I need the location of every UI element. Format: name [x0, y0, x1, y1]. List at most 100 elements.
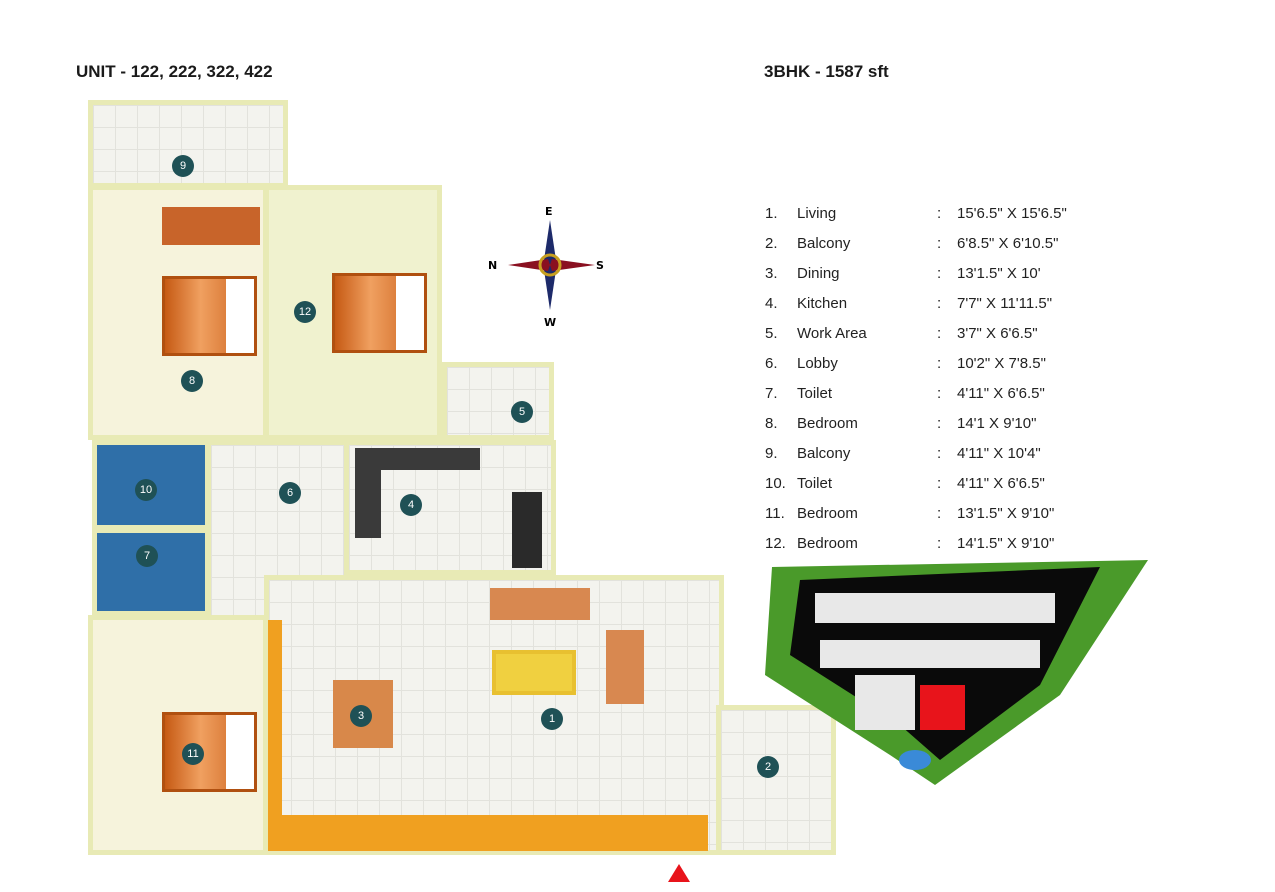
marker-work-area: 5 [511, 401, 533, 423]
room-toilet-7 [92, 528, 210, 616]
legend-number: 4. [765, 294, 778, 312]
room-living-dining [264, 575, 724, 855]
room-balcony-9 [88, 100, 288, 188]
legend-separator: : [937, 264, 942, 282]
highlighted-unit [920, 685, 965, 730]
bed-bedroom-11 [162, 712, 257, 792]
coffee-table [492, 650, 576, 695]
legend-row: 5. Work Area:3'7" X 6'6.5" [765, 318, 1067, 348]
marker-balcony-2: 2 [757, 756, 779, 778]
legend-separator: : [937, 204, 942, 222]
legend-row: 7. Toilet:4'11" X 6'6.5" [765, 378, 1067, 408]
marker-dining: 3 [350, 705, 372, 727]
legend-room-name: Bedroom [797, 414, 858, 432]
legend-dimensions: 4'11" X 6'6.5" [957, 384, 1045, 402]
legend-separator: : [937, 324, 942, 342]
room-work-area [442, 362, 554, 440]
legend-room-name: Kitchen [797, 294, 848, 312]
legend-row: 10. Toilet:4'11" X 6'6.5" [765, 468, 1067, 498]
legend-number: 2. [765, 234, 778, 252]
legend-separator: : [937, 414, 942, 432]
compass-e: E [545, 205, 553, 218]
legend-room-name: Balcony [797, 444, 851, 462]
legend-row: 2. Balcony:6'8.5" X 6'10.5" [765, 228, 1067, 258]
legend-separator: : [937, 294, 942, 312]
legend-room-name: Toilet [797, 474, 833, 492]
legend-row: 4.Kitchen:7'7" X 11'11.5" [765, 288, 1067, 318]
sofa [490, 588, 590, 620]
legend-dimensions: 4'11" X 6'6.5" [957, 474, 1045, 492]
armchairs [606, 630, 644, 704]
compass-icon [508, 220, 595, 310]
legend-row: 11. Bedroom:13'1.5" X 9'10" [765, 498, 1067, 528]
legend-room-name: Balcony [797, 234, 851, 252]
legend-number: 10. [765, 474, 786, 492]
marker-bedroom-11: 11 [182, 743, 204, 765]
wardrobe [162, 207, 260, 245]
legend-separator: : [937, 444, 942, 462]
legend-row: 9. Balcony:4'11" X 10'4" [765, 438, 1067, 468]
marker-kitchen: 4 [400, 494, 422, 516]
legend-room-name: Bedroom [797, 534, 858, 552]
kitchen-counter-side [355, 448, 381, 538]
legend-number: 11. [765, 504, 785, 522]
compass-rose: E N S W [488, 205, 610, 330]
legend-room-name: Work Area [797, 324, 867, 342]
site-map [765, 560, 1148, 785]
compass-n: N [488, 259, 498, 272]
room-legend: 1.Living:15'6.5" X 15'6.5"2.Balcony:6'8.… [765, 198, 1067, 558]
legend-room-name: Living [797, 204, 837, 222]
legend-dimensions: 13'1.5" X 9'10" [957, 504, 1055, 522]
legend-room-name: Toilet [797, 384, 833, 402]
marker-lobby: 6 [279, 482, 301, 504]
legend-separator: : [937, 534, 942, 552]
legend-dimensions: 3'7" X 6'6.5" [957, 324, 1038, 342]
legend-dimensions: 14'1.5" X 9'10" [957, 534, 1055, 552]
marker-toilet-7: 7 [136, 545, 158, 567]
legend-row: 8. Bedroom:14'1 X 9'10" [765, 408, 1067, 438]
marker-balcony-9: 9 [172, 155, 194, 177]
legend-dimensions: 10'2" X 7'8.5" [957, 354, 1046, 372]
entrance-arrow-icon [668, 864, 690, 882]
living-floor-strip [268, 815, 708, 851]
legend-row: 1. Living:15'6.5" X 15'6.5" [765, 198, 1067, 228]
legend-separator: : [937, 384, 942, 402]
legend-number: 12. [765, 534, 786, 552]
marker-living: 1 [541, 708, 563, 730]
legend-dimensions: 4'11" X 10'4" [957, 444, 1041, 462]
unit-type-title: 3BHK - 1587 sft [764, 62, 889, 81]
marker-bedroom-8: 8 [181, 370, 203, 392]
unit-title: UNIT - 122, 222, 322, 422 [76, 62, 273, 81]
legend-number: 3. [765, 264, 778, 282]
legend-number: 6. [765, 354, 778, 372]
legend-row: 6.Lobby:10'2" X 7'8.5" [765, 348, 1067, 378]
legend-separator: : [937, 234, 942, 252]
legend-separator: : [937, 504, 942, 522]
dining-floor-strip [268, 620, 282, 850]
bed-bedroom-8 [162, 276, 257, 356]
compass-w: W [544, 316, 557, 329]
room-balcony-2 [716, 705, 836, 855]
legend-room-name: Bedroom [797, 504, 858, 522]
bed-bedroom-12 [332, 273, 427, 353]
legend-room-name: Lobby [797, 354, 838, 372]
legend-dimensions: 15'6.5" X 15'6.5" [957, 204, 1067, 222]
legend-separator: : [937, 474, 942, 492]
legend-row: 3. Dining:13'1.5" X 10' [765, 258, 1067, 288]
legend-number: 7. [765, 384, 778, 402]
marker-toilet-10: 10 [135, 479, 157, 501]
legend-number: 1. [765, 204, 778, 222]
legend-number: 5. [765, 324, 778, 342]
compass-s: S [596, 259, 604, 272]
legend-number: 9. [765, 444, 778, 462]
refrigerator [512, 492, 542, 568]
legend-dimensions: 13'1.5" X 10' [957, 264, 1041, 282]
legend-dimensions: 6'8.5" X 6'10.5" [957, 234, 1059, 252]
kitchen-counter [355, 448, 480, 470]
legend-number: 8. [765, 414, 778, 432]
legend-row: 12. Bedroom:14'1.5" X 9'10" [765, 528, 1067, 558]
legend-dimensions: 14'1 X 9'10" [957, 414, 1037, 432]
marker-bedroom-12: 12 [294, 301, 316, 323]
legend-room-name: Dining [797, 264, 840, 282]
